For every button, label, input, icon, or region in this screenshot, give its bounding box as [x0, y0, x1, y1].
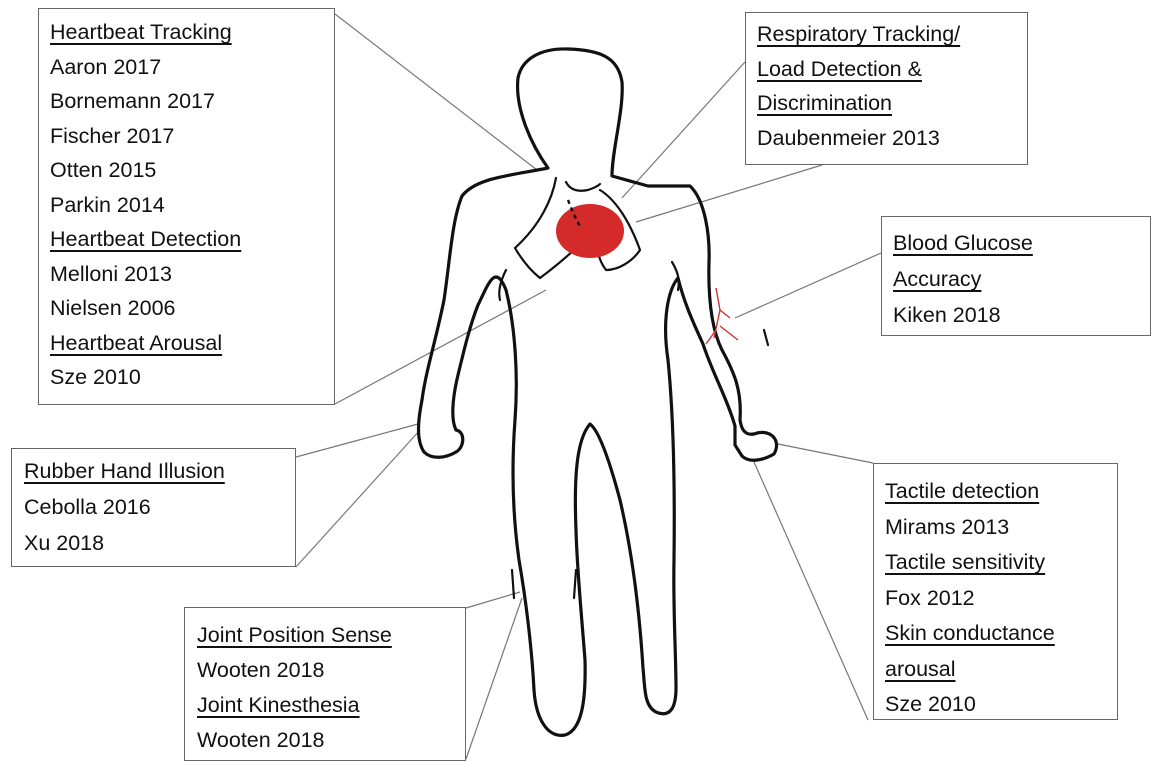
- connector-joint-upper: [466, 592, 520, 608]
- joint-box: Joint Position Sense Wooten 2018 Joint K…: [184, 607, 466, 761]
- blood-glucose-box: Blood Glucose Accuracy Kiken 2018: [881, 216, 1151, 336]
- box-citation: Otten 2015: [50, 153, 334, 188]
- connector-respiratory-lower: [636, 165, 822, 222]
- body-outline: [419, 49, 777, 735]
- box-citation: Sze 2010: [50, 360, 334, 395]
- box-citation: Aaron 2017: [50, 50, 334, 85]
- respiratory-box: Respiratory Tracking/ Load Detection & D…: [745, 12, 1028, 165]
- box-heading: Joint Kinesthesia: [197, 688, 465, 723]
- connector-rubber-hand-lower: [296, 430, 420, 567]
- heart-shape: [556, 204, 624, 258]
- box-citation: Xu 2018: [24, 525, 295, 561]
- connector-heartbeat-tracking: [335, 14, 537, 170]
- box-citation: Bornemann 2017: [50, 84, 334, 119]
- box-citation: Mirams 2013: [885, 510, 1117, 546]
- box-citation: Wooten 2018: [197, 653, 465, 688]
- box-citation: Fox 2012: [885, 581, 1117, 617]
- box-citation: Melloni 2013: [50, 257, 334, 292]
- connector-tactile-upper: [778, 444, 873, 463]
- tactile-box: Tactile detection Mirams 2013 Tactile se…: [873, 463, 1118, 720]
- box-citation: Kiken 2018: [893, 297, 1150, 333]
- box-heading: Heartbeat Tracking: [50, 15, 334, 50]
- box-heading: Skin conductance: [885, 616, 1117, 652]
- rubber-hand-box: Rubber Hand Illusion Cebolla 2016 Xu 201…: [11, 448, 296, 567]
- box-heading: Load Detection &: [757, 52, 1027, 87]
- box-heading: Joint Position Sense: [197, 618, 465, 653]
- box-citation: Fischer 2017: [50, 119, 334, 154]
- box-heading: Heartbeat Detection: [50, 222, 334, 257]
- box-heading: Discrimination: [757, 86, 1027, 121]
- box-citation: Cebolla 2016: [24, 489, 295, 525]
- box-citation: Wooten 2018: [197, 723, 465, 758]
- connector-joint-lower: [466, 598, 522, 759]
- box-heading: Blood Glucose: [893, 225, 1150, 261]
- connector-tactile-lower: [754, 462, 868, 720]
- box-heading: Heartbeat Arousal: [50, 326, 334, 361]
- box-citation: Parkin 2014: [50, 188, 334, 223]
- box-heading: Respiratory Tracking/: [757, 17, 1027, 52]
- box-citation: Sze 2010: [885, 687, 1117, 723]
- box-heading: arousal: [885, 652, 1117, 688]
- box-heading: Tactile sensitivity: [885, 545, 1117, 581]
- connector-blood-glucose: [735, 253, 881, 318]
- box-heading: Accuracy: [893, 261, 1150, 297]
- connector-respiratory-upper: [622, 62, 745, 198]
- box-citation: Nielsen 2006: [50, 291, 334, 326]
- box-heading: Tactile detection: [885, 474, 1117, 510]
- heartbeat-box: Heartbeat Tracking Aaron 2017 Bornemann …: [38, 8, 335, 405]
- box-heading: Rubber Hand Illusion: [24, 453, 295, 489]
- box-citation: Daubenmeier 2013: [757, 121, 1027, 156]
- torso-inner-lines: [499, 178, 768, 598]
